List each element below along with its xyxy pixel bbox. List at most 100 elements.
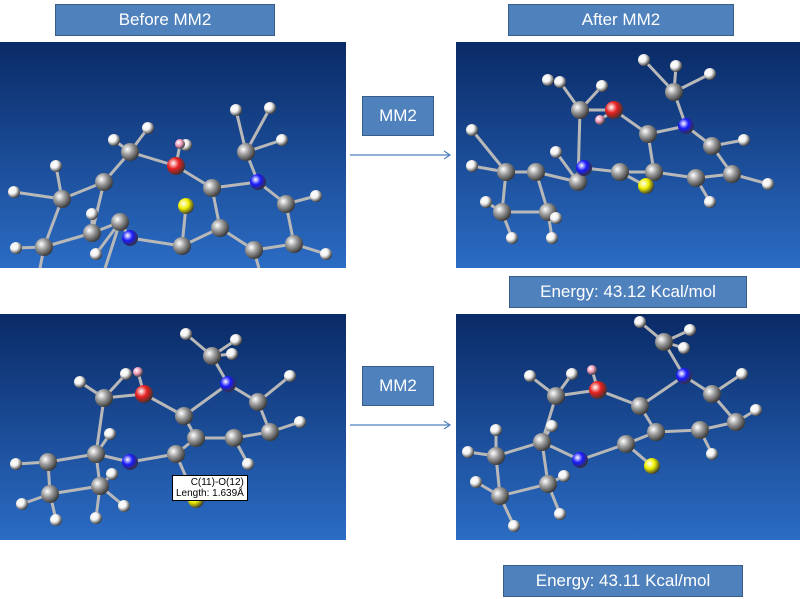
bond-length-tooltip: C(11)-O(12) Length: 1.639Å <box>172 475 248 501</box>
panel-background <box>456 314 800 540</box>
hydrogen-atom <box>678 342 690 354</box>
molecule-panel-before-bottom-svg <box>0 314 346 540</box>
carbon-atom <box>703 137 721 155</box>
carbon-atom <box>285 235 303 253</box>
sulfur-atom <box>644 458 660 474</box>
hydrogen-atom <box>542 74 554 86</box>
oxygen-atom <box>167 157 185 175</box>
hydrogen-atom <box>230 334 242 346</box>
after-mm2-title: After MM2 <box>508 4 734 36</box>
carbon-atom <box>647 423 665 441</box>
molecule-panel-after-top-svg <box>456 42 800 268</box>
carbon-atom <box>617 435 635 453</box>
hydrogen-atom <box>704 68 716 80</box>
hydrogen-atom <box>546 232 558 244</box>
oxygen-atom <box>589 381 607 399</box>
carbon-atom <box>655 333 673 351</box>
carbon-atom <box>111 213 129 231</box>
carbon-atom <box>539 475 557 493</box>
hydrogen-atom <box>566 368 578 380</box>
carbon-atom <box>493 203 511 221</box>
hydrogen-atom <box>10 458 22 470</box>
carbon-atom <box>87 445 105 463</box>
nitrogen-atom <box>122 454 138 470</box>
bond-length: Length: 1.639Å <box>176 488 244 499</box>
hydrogen-atom <box>8 186 20 198</box>
carbon-atom <box>727 413 745 431</box>
arrow-bottom <box>350 420 452 430</box>
carbon-atom <box>497 163 515 181</box>
carbon-atom <box>487 447 505 465</box>
bond <box>183 382 229 418</box>
carbon-atom <box>167 445 185 463</box>
hydrogen-atom <box>74 376 86 388</box>
carbon-atom <box>547 387 565 405</box>
carbon-atom <box>533 433 551 451</box>
hydrogen-atom <box>142 122 154 134</box>
nitrogen-atom <box>576 160 592 176</box>
molecule-panel-after-bottom <box>456 314 800 540</box>
carbon-atom <box>645 163 663 181</box>
hydrogen-atom <box>16 498 28 510</box>
molecule-panel-after-bottom-svg <box>456 314 800 540</box>
hydrogen-atom <box>554 508 566 520</box>
hydrogen-atom <box>762 178 774 190</box>
before-mm2-title-text: Before MM2 <box>118 10 212 29</box>
carbon-atom <box>173 237 191 255</box>
hydrogen-atom <box>480 196 492 208</box>
bond-label: C(11)-O(12) <box>190 477 244 488</box>
carbon-atom <box>83 224 101 242</box>
hydrogen-atom <box>310 190 322 202</box>
nitrogen-atom <box>572 452 588 468</box>
hydroxyl-hydrogen-atom <box>595 115 605 125</box>
carbon-atom <box>95 389 113 407</box>
bond <box>470 129 508 173</box>
carbon-atom <box>211 219 229 237</box>
molecule-panel-after-top <box>456 42 800 268</box>
carbon-atom <box>261 423 279 441</box>
carbon-atom <box>687 169 705 187</box>
carbon-atom <box>703 385 721 403</box>
before-mm2-title: Before MM2 <box>55 4 275 36</box>
energy-top-text: Energy: 43.12 Kcal/mol <box>540 282 716 301</box>
carbon-atom <box>639 125 657 143</box>
hydrogen-atom <box>558 470 570 482</box>
molecule-panel-before-bottom <box>0 314 346 540</box>
carbon-atom <box>631 397 649 415</box>
hydrogen-atom <box>264 102 276 114</box>
carbon-atom <box>571 101 589 119</box>
hydrogen-atom <box>684 324 696 336</box>
hydrogen-atom <box>90 248 102 260</box>
carbon-atom <box>95 173 113 191</box>
hydrogen-atom <box>550 146 562 158</box>
hydrogen-atom <box>104 428 116 440</box>
hydrogen-atom <box>554 76 566 88</box>
panel-background <box>456 42 800 268</box>
carbon-atom <box>237 143 255 161</box>
sulfur-atom <box>638 178 654 194</box>
carbon-atom <box>225 429 243 447</box>
carbon-atom <box>277 195 295 213</box>
hydrogen-atom <box>670 60 682 72</box>
hydrogen-atom <box>90 512 102 524</box>
carbon-atom <box>665 83 683 101</box>
carbon-atom <box>175 407 193 425</box>
hydrogen-atom <box>284 370 296 382</box>
carbon-atom <box>527 163 545 181</box>
energy-bottom: Energy: 43.11 Kcal/mol <box>503 565 743 597</box>
energy-bottom-text: Energy: 43.11 Kcal/mol <box>535 571 711 590</box>
carbon-atom <box>491 487 509 505</box>
hydrogen-atom <box>470 476 482 488</box>
carbon-atom <box>187 429 205 447</box>
hydrogen-atom <box>634 316 646 328</box>
carbon-atom <box>203 179 221 197</box>
hydrogen-atom <box>294 416 306 428</box>
bond <box>94 397 106 455</box>
hydrogen-atom <box>490 424 502 436</box>
carbon-atom <box>245 241 263 259</box>
oxygen-atom <box>135 385 153 403</box>
hydrogen-atom <box>706 448 718 460</box>
molecule-panel-before-top-svg <box>0 42 346 268</box>
carbon-atom <box>569 173 587 191</box>
mm2-step-top: MM2 <box>362 96 434 136</box>
